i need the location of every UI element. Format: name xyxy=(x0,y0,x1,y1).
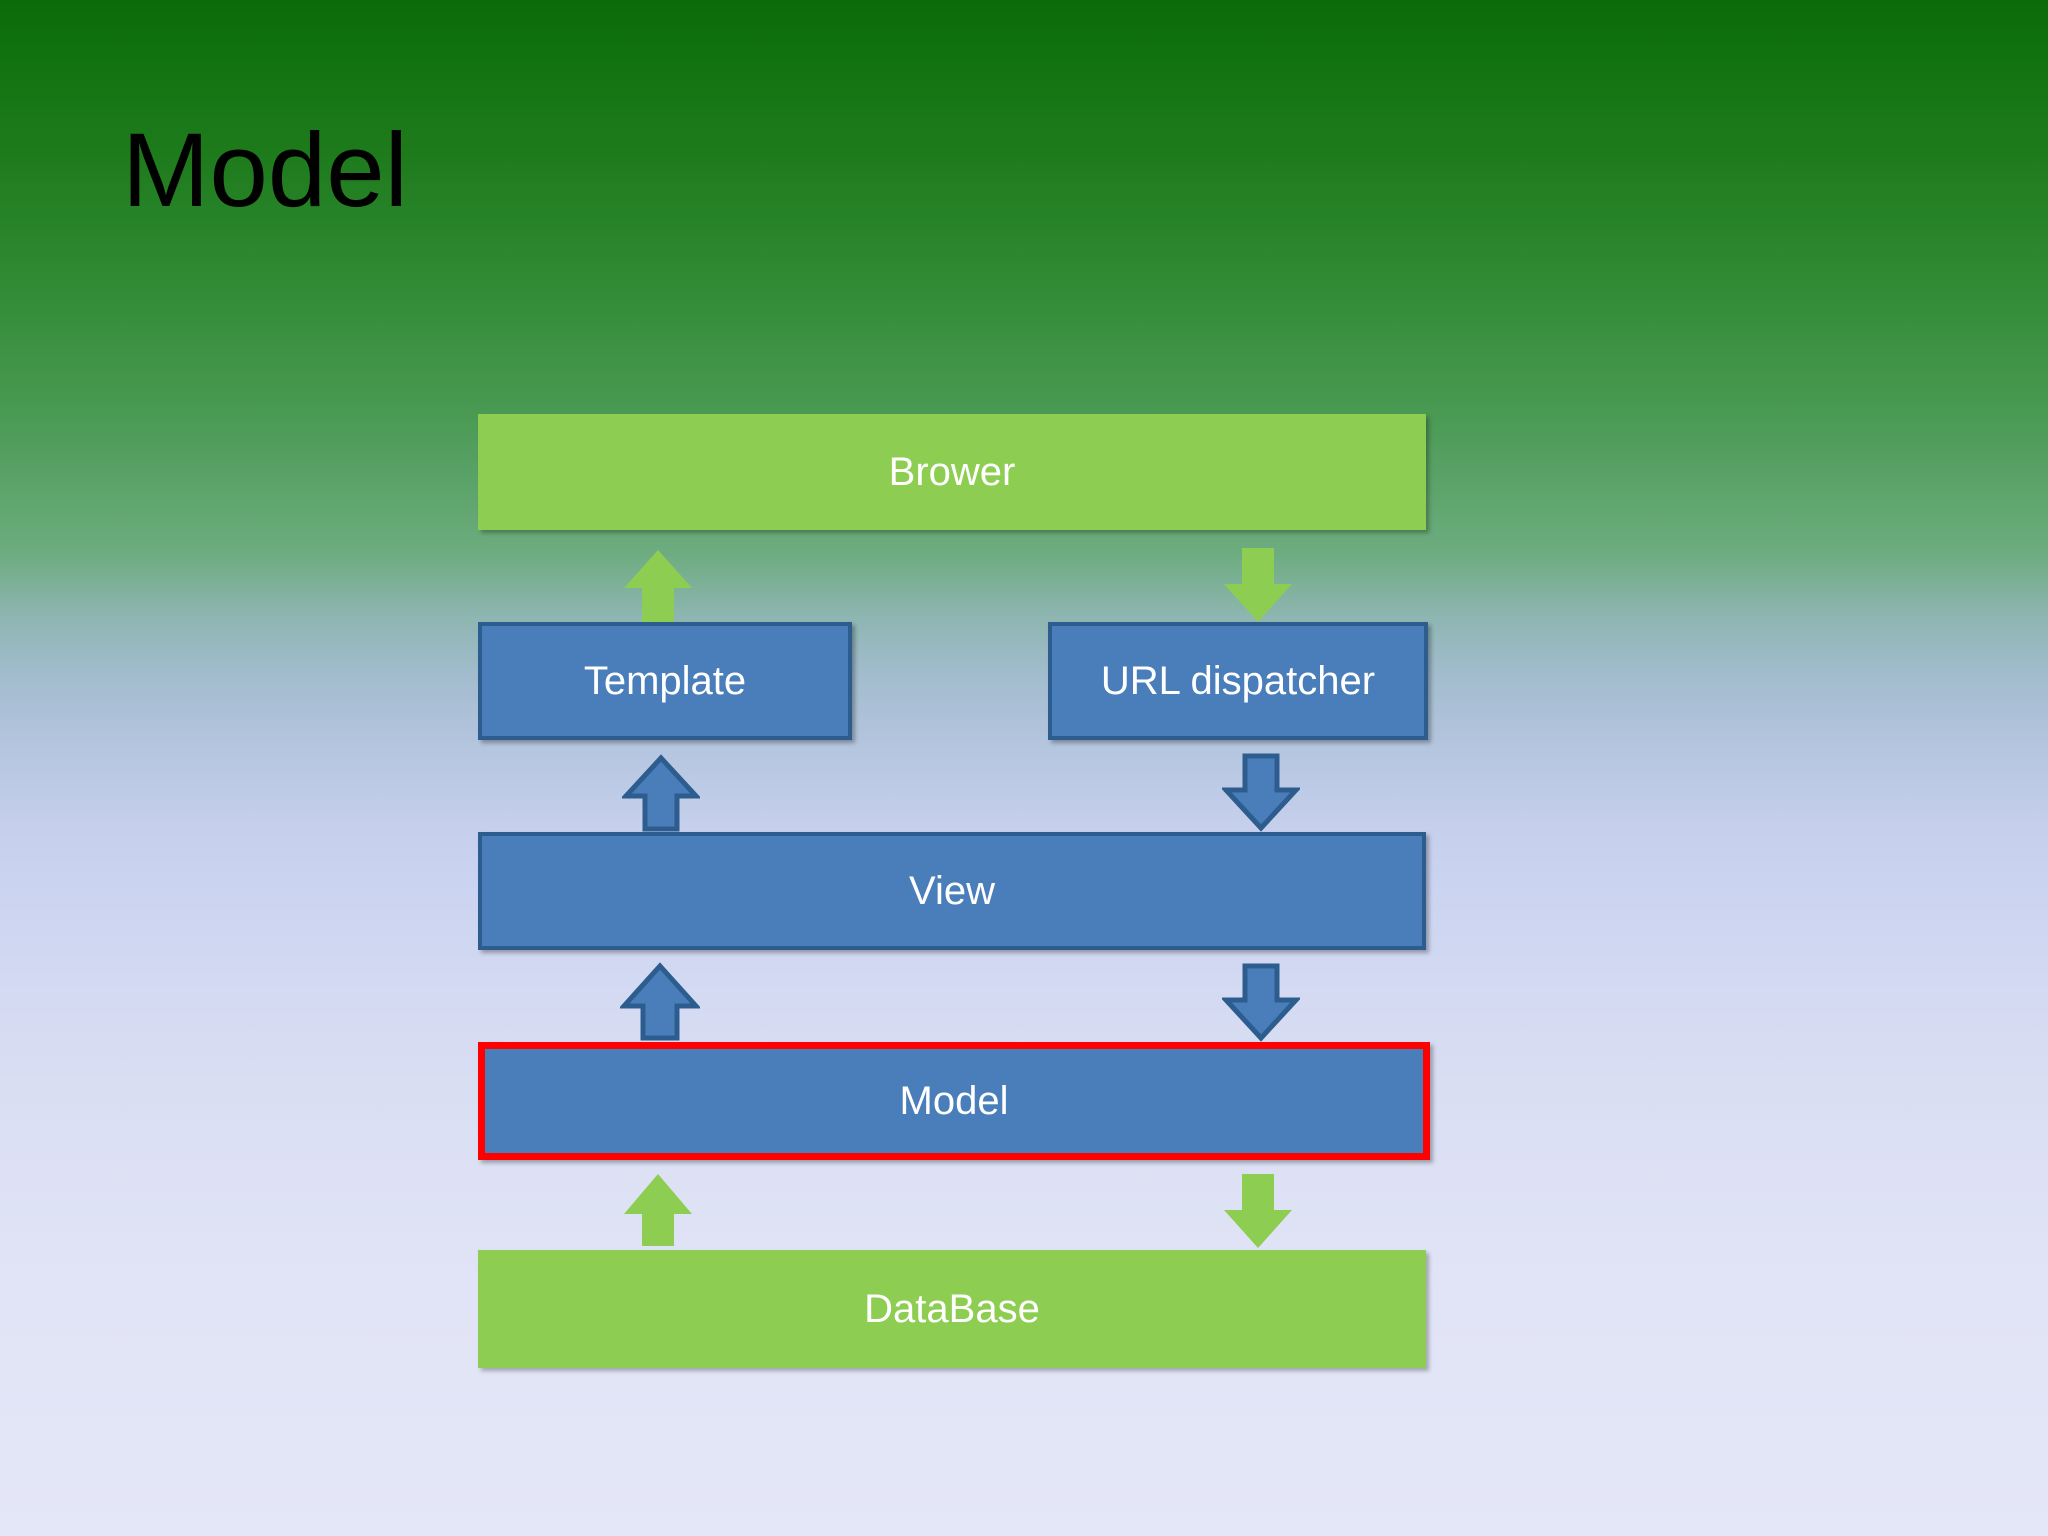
node-label-model: Model xyxy=(899,1078,1009,1123)
arrow-view-to-model-down-icon xyxy=(1222,962,1300,1042)
node-label-url-dispatcher: URL dispatcher xyxy=(1100,658,1376,703)
diagram-node-template[interactable]: Template xyxy=(478,622,852,740)
arrow-urldispatcher-to-view-down-icon xyxy=(1222,752,1300,832)
arrow-database-to-model-up-icon xyxy=(622,1172,694,1248)
arrow-template-to-brower-up-icon xyxy=(622,548,694,624)
node-label-template: Template xyxy=(583,658,747,703)
diagram-node-view[interactable]: View xyxy=(478,832,1426,950)
arrow-brower-to-urldispatcher-down-icon xyxy=(1222,546,1294,624)
page-title: Model xyxy=(122,112,408,229)
node-label-view: View xyxy=(909,868,995,913)
diagram-node-brower[interactable]: Brower xyxy=(478,414,1426,530)
node-label-brower: Brower xyxy=(888,449,1016,494)
arrow-view-to-template-up-icon xyxy=(622,754,700,832)
arrow-model-to-database-down-icon xyxy=(1222,1172,1294,1250)
diagram-node-url-dispatcher[interactable]: URL dispatcher xyxy=(1048,622,1428,740)
arrow-model-to-view-up-icon xyxy=(620,962,700,1042)
diagram-node-model[interactable]: Model xyxy=(478,1042,1430,1160)
node-label-database: DataBase xyxy=(864,1286,1040,1331)
diagram-node-database[interactable]: DataBase xyxy=(478,1250,1426,1368)
